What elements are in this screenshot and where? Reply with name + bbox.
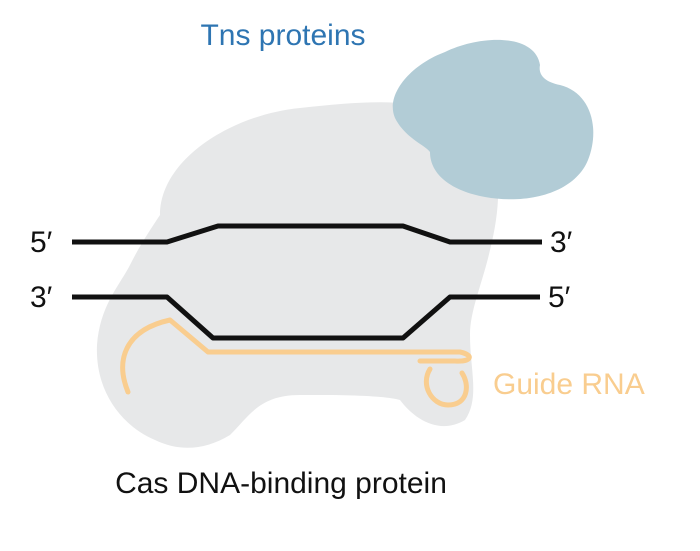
dna-bottom-strand xyxy=(72,294,540,341)
tns-proteins-shape xyxy=(392,39,594,200)
guide-rna-strand xyxy=(120,317,472,395)
cas-protein-shape xyxy=(96,102,499,448)
guide-rna-loop xyxy=(423,366,469,408)
bottom-strand-left-end: 3′ xyxy=(30,281,53,314)
tns-proteins-label: Tns proteins xyxy=(200,19,365,52)
cas-protein-label: Cas DNA-binding protein xyxy=(115,467,447,500)
bottom-strand-right-end: 5′ xyxy=(548,281,571,314)
top-strand-left-end: 5′ xyxy=(30,226,53,259)
guide-rna-label: Guide RNA xyxy=(493,368,645,401)
top-strand-right-end: 3′ xyxy=(550,226,573,259)
dna-top-strand xyxy=(72,223,542,245)
